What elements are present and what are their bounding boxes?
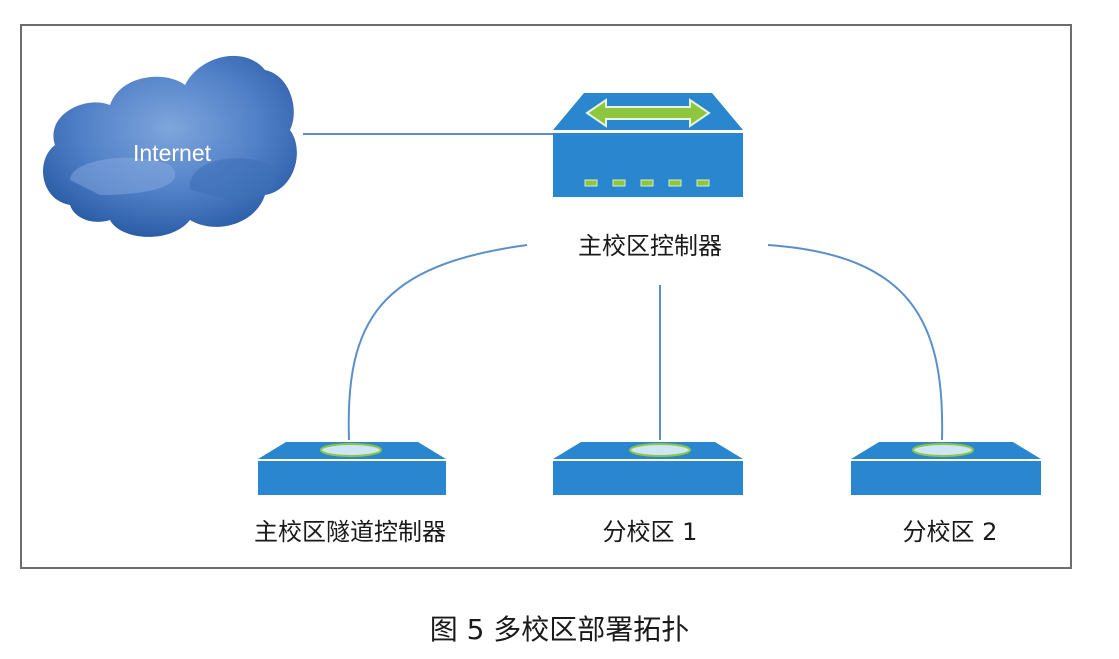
branch2-switch-icon xyxy=(851,442,1041,495)
internet-cloud-icon xyxy=(43,55,297,237)
figure-caption: 图 5 多校区部署拓扑 xyxy=(429,613,690,646)
main-controller-icon xyxy=(553,93,743,197)
main-controller-label: 主校区控制器 xyxy=(578,232,722,260)
diagram-frame xyxy=(20,24,1072,569)
internet-label: Internet xyxy=(133,140,211,166)
link-main-tunnel xyxy=(347,244,528,441)
link-main-branch2 xyxy=(767,244,944,441)
branch1-label: 分校区 1 xyxy=(602,518,698,546)
branch1-switch-icon xyxy=(553,442,743,495)
tunnel-controller-icon xyxy=(258,442,446,495)
tunnel-controller-label: 主校区隧道控制器 xyxy=(254,518,446,546)
branch2-label: 分校区 2 xyxy=(902,518,998,546)
